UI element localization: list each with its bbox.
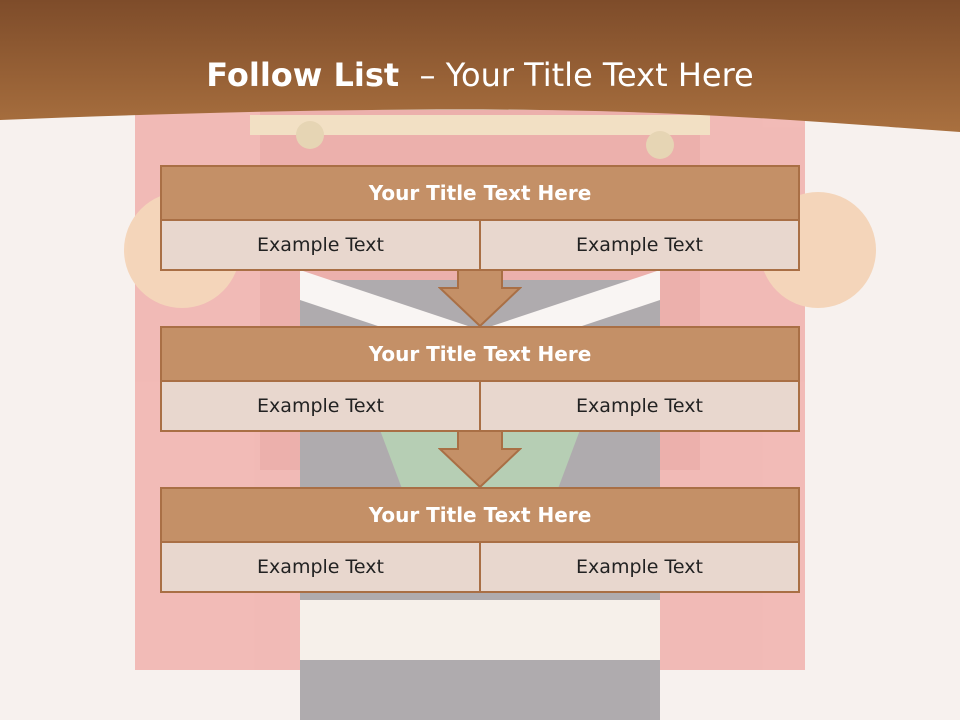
down-arrow-icon xyxy=(438,431,522,487)
block-cell: Example Text xyxy=(479,221,798,269)
block-row: Example Text Example Text xyxy=(160,543,800,593)
block-cell: Example Text xyxy=(479,543,798,591)
down-arrow-icon xyxy=(438,270,522,326)
list-block: Your Title Text Here Example Text Exampl… xyxy=(160,165,800,271)
block-row: Example Text Example Text xyxy=(160,221,800,271)
block-title: Your Title Text Here xyxy=(160,165,800,221)
list-block: Your Title Text Here Example Text Exampl… xyxy=(160,326,800,432)
block-row: Example Text Example Text xyxy=(160,382,800,432)
slide-title-bold: Follow List xyxy=(206,56,400,94)
block-title: Your Title Text Here xyxy=(160,487,800,543)
block-cell: Example Text xyxy=(479,382,798,430)
block-cell: Example Text xyxy=(257,556,384,578)
slide-title: Follow List – Your Title Text Here xyxy=(0,56,960,94)
header-banner xyxy=(0,0,960,132)
block-title: Your Title Text Here xyxy=(160,326,800,382)
list-block: Your Title Text Here Example Text Exampl… xyxy=(160,487,800,593)
block-cell: Example Text xyxy=(257,395,384,417)
slide-title-rest: – Your Title Text Here xyxy=(399,56,754,94)
block-cell: Example Text xyxy=(257,234,384,256)
